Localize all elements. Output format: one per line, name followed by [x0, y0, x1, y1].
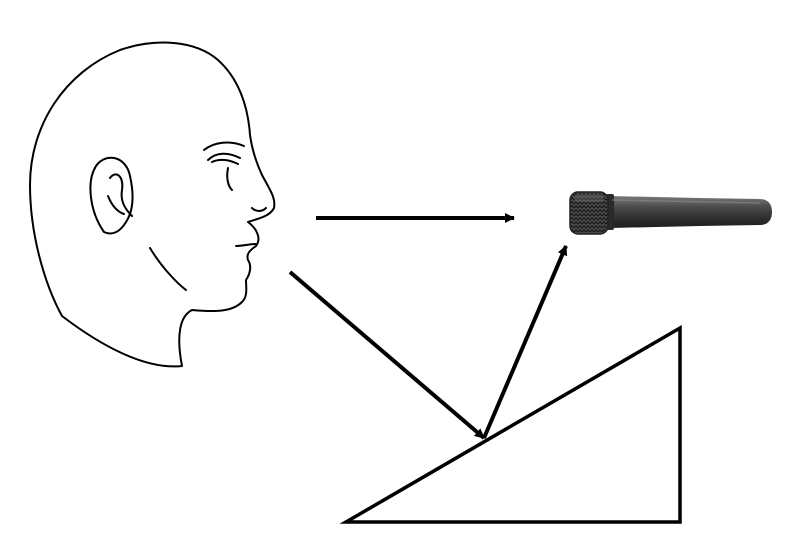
- eye-icon: [207, 152, 241, 161]
- human-head-profile-icon: [29, 41, 276, 368]
- reflector-triangle: [339, 324, 682, 524]
- mic-grille: [570, 192, 608, 234]
- nose-icon: [251, 207, 267, 212]
- dynamic-microphone-icon: [569, 191, 772, 235]
- mouth-icon: [235, 243, 257, 247]
- head-outline: [29, 41, 276, 368]
- ear-icon: [89, 156, 134, 235]
- mic-body: [610, 196, 772, 228]
- reflected-sound-arrow: [482, 245, 568, 439]
- incident-sound-arrow: [288, 270, 486, 440]
- jaw-line: [149, 247, 187, 291]
